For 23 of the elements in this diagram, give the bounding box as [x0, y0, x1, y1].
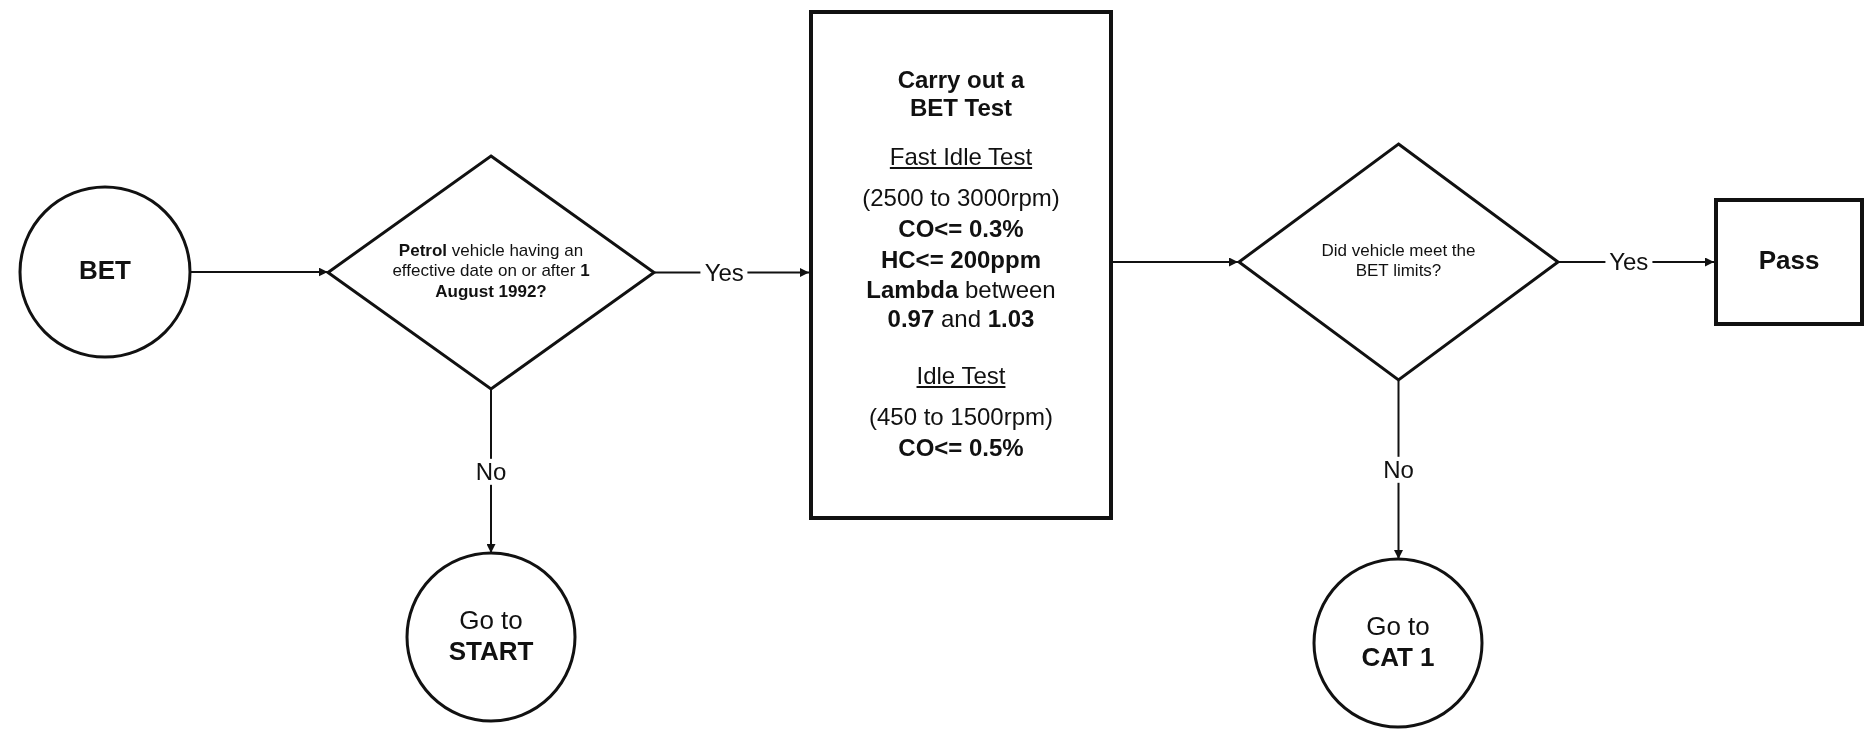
node-text: Lambda between 0.97 and 1.03 — [865, 276, 1057, 334]
section-heading: Idle Test — [916, 362, 1006, 391]
end-circle — [1312, 557, 1484, 729]
section-heading: Fast Idle Test — [889, 143, 1033, 172]
start-circle — [18, 185, 192, 359]
node-text: Did vehicle meet the BET limits? — [1320, 240, 1477, 282]
arrow — [1112, 257, 1239, 267]
process-box — [1714, 198, 1864, 326]
decision-diamond — [327, 155, 655, 390]
node-text: (2500 to 3000rpm) — [862, 184, 1060, 213]
node-text: Go to START — [447, 604, 535, 668]
node-text: Petrol vehicle having an effective date on or after 1 August 1992? — [391, 240, 591, 303]
box-title: Carry out a BET Test — [896, 65, 1026, 124]
process-box — [809, 10, 1113, 520]
end-circle — [405, 551, 577, 723]
node-text: CO<= 0.5% — [898, 433, 1024, 463]
decision-diamond — [1238, 143, 1559, 381]
node-text: (450 to 1500rpm) — [868, 402, 1054, 432]
node-text: CO<= 0.3% — [898, 214, 1024, 244]
node-text: HC<= 200ppm — [880, 245, 1042, 275]
node-text: BET — [78, 255, 132, 287]
node-text: Pass — [1758, 245, 1820, 277]
node-text: Go to CAT 1 — [1360, 610, 1436, 674]
